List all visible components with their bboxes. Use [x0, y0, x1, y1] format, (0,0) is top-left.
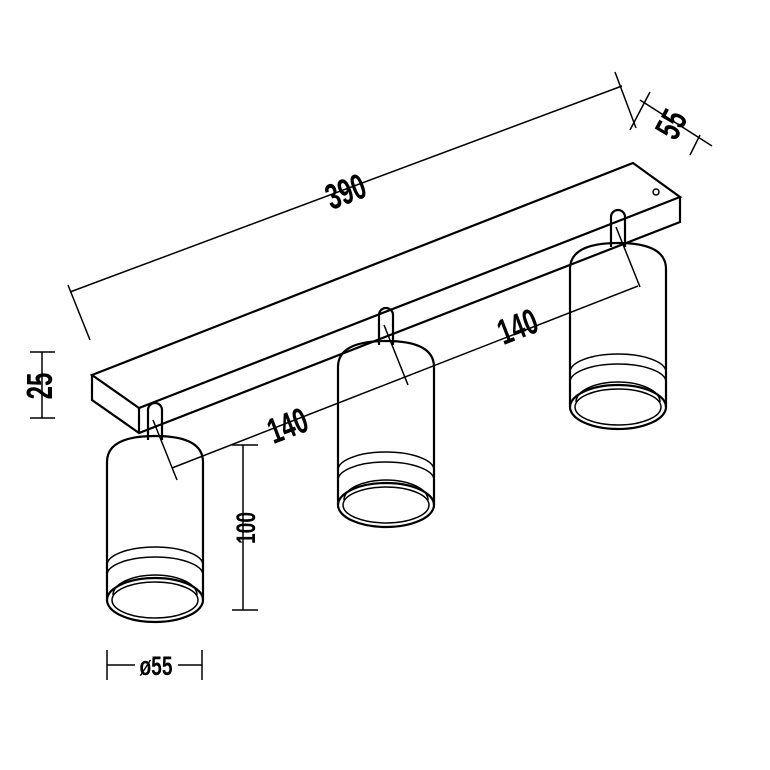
spotlight-3 — [568, 208, 668, 431]
mounting-bar — [89, 161, 683, 435]
dimension-spacing-1: 140 — [262, 400, 314, 452]
dimension-lamp-height: 100 — [231, 512, 261, 544]
spotlight-2 — [336, 306, 436, 529]
dimension-spacing-2: 140 — [492, 301, 544, 353]
dimension-lines — [30, 71, 713, 680]
screw-hole-icon — [652, 188, 660, 196]
dimension-length: 390 — [320, 166, 372, 218]
dimension-bar-height: 25 — [20, 373, 60, 400]
dimension-lamp-diameter: ø55 — [139, 651, 172, 681]
spotlight-1 — [105, 401, 205, 624]
